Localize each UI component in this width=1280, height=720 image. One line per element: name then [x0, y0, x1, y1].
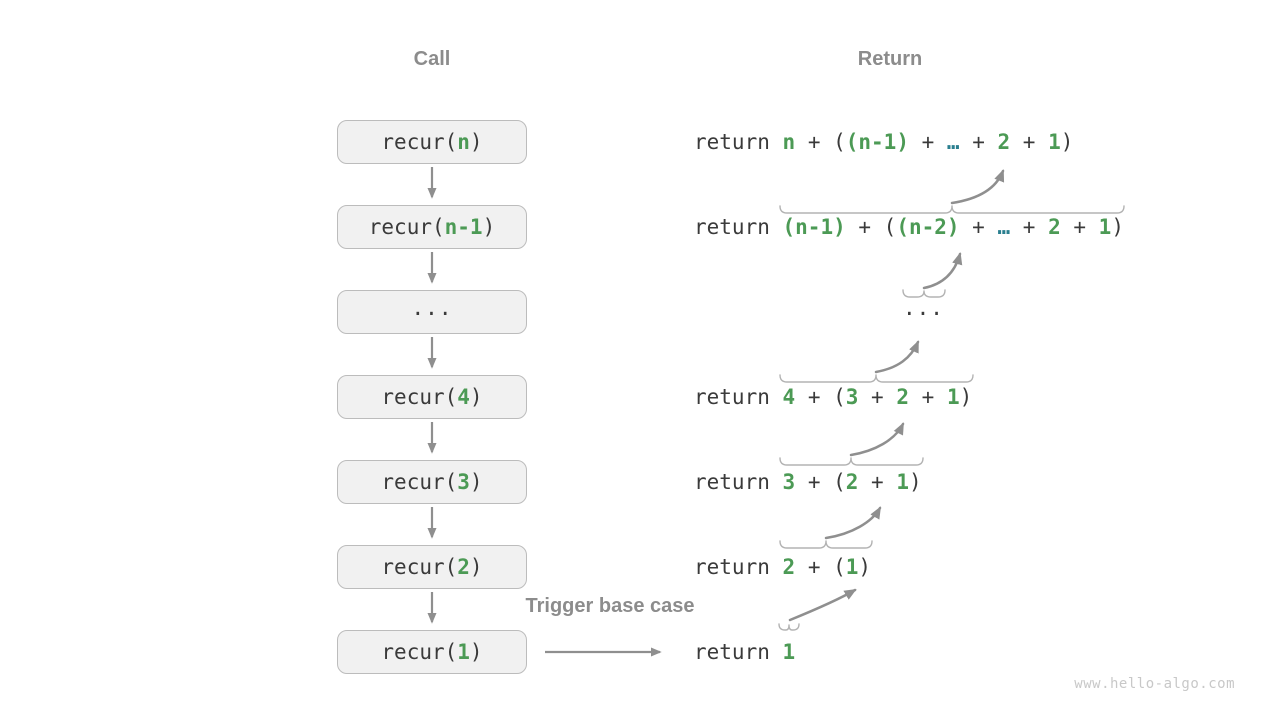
- code-segment: ): [469, 470, 483, 494]
- code-segment: 1: [782, 640, 796, 664]
- return-pass-arrow-icon: [849, 422, 905, 457]
- code-segment: 2: [845, 470, 859, 494]
- overbrace-icon: [779, 540, 873, 549]
- code-segment: 1: [1048, 130, 1061, 154]
- code-segment: ): [469, 385, 483, 409]
- code-segment: recur(: [381, 470, 458, 494]
- return-row: ...: [903, 296, 944, 326]
- code-segment: ): [469, 640, 483, 664]
- code-segment: return: [694, 385, 783, 409]
- code-segment: 4: [457, 385, 470, 409]
- call-box: recur(3): [337, 460, 527, 504]
- watermark: www.hello-algo.com: [1074, 676, 1235, 692]
- code-segment: 1: [457, 640, 470, 664]
- code-segment: +: [1060, 215, 1099, 239]
- code-segment: n: [457, 130, 470, 154]
- call-box: recur(4): [337, 375, 527, 419]
- return-pass-arrow-icon: [824, 506, 882, 540]
- return-row: return 1: [694, 638, 795, 666]
- code-segment: +: [908, 130, 947, 154]
- code-segment: 2: [457, 555, 470, 579]
- code-segment: + (: [795, 555, 846, 579]
- code-segment: (n-2): [896, 215, 960, 239]
- code-segment: ): [1060, 130, 1074, 154]
- code-segment: 1: [845, 555, 859, 579]
- return-pass-arrow-icon: [922, 252, 963, 290]
- code-segment: 1: [896, 470, 909, 494]
- code-segment: + (: [795, 385, 846, 409]
- trigger-base-case-label: Trigger base case: [525, 595, 695, 617]
- code-segment: +: [909, 385, 947, 409]
- code-segment: …: [997, 215, 1011, 239]
- call-box: recur(n): [337, 120, 527, 164]
- code-segment: …: [946, 130, 960, 154]
- call-box: ...: [337, 290, 527, 334]
- return-pass-arrow-icon: [950, 169, 1005, 205]
- code-segment: 3: [782, 470, 796, 494]
- code-segment: +: [959, 130, 998, 154]
- code-segment: return: [694, 640, 783, 664]
- code-segment: + (: [795, 470, 846, 494]
- code-segment: + (: [795, 130, 846, 154]
- code-segment: 2: [896, 385, 909, 409]
- call-box: recur(2): [337, 545, 527, 589]
- return-pass-arrow-icon: [788, 588, 857, 622]
- return-row: return 3 + (2 + 1): [694, 468, 922, 496]
- code-segment: ...: [903, 296, 944, 320]
- code-segment: return: [694, 215, 783, 239]
- code-segment: (n-1): [782, 215, 846, 239]
- code-segment: ): [469, 555, 483, 579]
- code-segment: 3: [457, 470, 470, 494]
- overbrace-icon: [779, 457, 924, 466]
- code-segment: ): [469, 130, 483, 154]
- code-segment: return: [694, 130, 783, 154]
- code-segment: ...: [411, 296, 453, 320]
- code-segment: n: [782, 130, 796, 154]
- code-segment: +: [1010, 130, 1049, 154]
- code-segment: 1: [1098, 215, 1112, 239]
- return-row: return n + ((n-1) + … + 2 + 1): [694, 128, 1073, 156]
- code-segment: ): [1111, 215, 1124, 239]
- call-column-header: Call: [413, 48, 451, 70]
- overbrace-icon: [779, 374, 974, 383]
- return-row: return (n-1) + ((n-2) + … + 2 + 1): [694, 213, 1124, 241]
- code-segment: 3: [845, 385, 859, 409]
- code-segment: 2: [782, 555, 796, 579]
- return-row: return 2 + (1): [694, 553, 871, 581]
- code-segment: ): [858, 555, 872, 579]
- code-segment: recur(: [381, 385, 458, 409]
- code-segment: +: [858, 470, 897, 494]
- code-segment: 4: [782, 385, 796, 409]
- code-segment: 1: [946, 385, 960, 409]
- code-segment: ): [909, 470, 922, 494]
- code-segment: +: [1010, 215, 1049, 239]
- return-row: return 4 + (3 + 2 + 1): [694, 383, 972, 411]
- code-segment: ): [959, 385, 973, 409]
- code-segment: n-1: [444, 215, 483, 239]
- call-box: recur(1): [337, 630, 527, 674]
- code-segment: recur(: [368, 215, 445, 239]
- overbrace-icon: [778, 623, 800, 631]
- code-segment: 2: [997, 130, 1011, 154]
- return-column-header: Return: [857, 48, 923, 70]
- return-pass-arrow-icon: [874, 340, 920, 374]
- overbrace-icon: [779, 205, 1125, 214]
- code-segment: 2: [1048, 215, 1061, 239]
- ellipsis-label: ...: [903, 294, 944, 322]
- code-segment: +: [858, 385, 897, 409]
- ellipsis-label: ...: [412, 296, 453, 320]
- code-segment: (n-1): [845, 130, 909, 154]
- code-segment: +: [959, 215, 998, 239]
- code-segment: + (: [845, 215, 897, 239]
- code-segment: recur(: [381, 640, 458, 664]
- code-segment: recur(: [381, 555, 458, 579]
- code-segment: return: [694, 555, 783, 579]
- call-box: recur(n-1): [337, 205, 527, 249]
- code-segment: recur(: [381, 130, 458, 154]
- code-segment: ): [482, 215, 496, 239]
- code-segment: return: [694, 470, 783, 494]
